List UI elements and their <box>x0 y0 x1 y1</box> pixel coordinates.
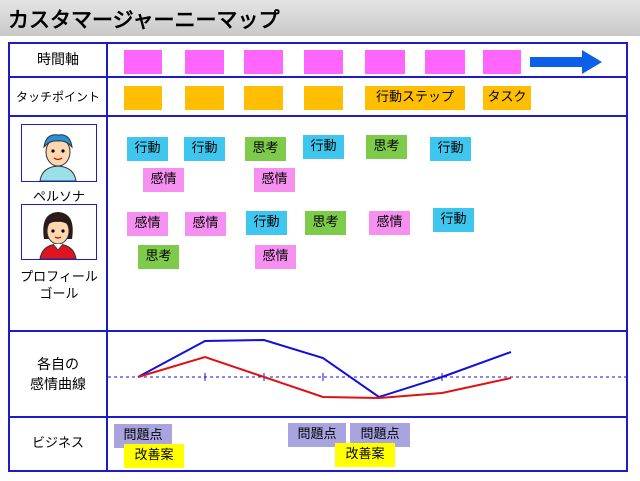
improvement-note: 改善案 <box>335 443 395 467</box>
improvement-note: 改善案 <box>124 444 184 468</box>
action-note: 行動 <box>433 208 474 232</box>
girl-avatar-icon <box>39 212 77 260</box>
journey-map-frame <box>8 42 628 472</box>
row-divider <box>8 115 628 117</box>
row-divider <box>8 416 628 418</box>
emotion-note: 感情 <box>254 168 295 192</box>
thought-note: 思考 <box>366 135 407 159</box>
action-note: 行動 <box>430 137 471 161</box>
touchpoint-block <box>124 86 162 110</box>
row-label-emotion-1: 各自の <box>37 357 79 373</box>
touchpoint-task: タスク <box>483 86 531 110</box>
profile-card <box>21 204 97 260</box>
emotion-curve-chart <box>108 338 626 400</box>
timeline-block <box>304 50 343 74</box>
title-bar: カスタマージャーニーマップ <box>0 0 640 36</box>
row-label-emotion-2: 感情曲線 <box>30 377 86 393</box>
emotion-note: 感情 <box>255 245 296 269</box>
thought-note: 思考 <box>245 137 286 161</box>
action-note: 行動 <box>246 211 287 235</box>
action-note: 行動 <box>184 137 225 161</box>
persona-card <box>21 124 97 182</box>
persona-caption: ペルソナ <box>32 190 85 205</box>
column-divider <box>106 42 108 472</box>
action-note: 行動 <box>127 137 168 161</box>
emotion-note: 感情 <box>143 168 184 192</box>
goal-caption: ゴール <box>39 287 79 302</box>
timeline-block <box>185 50 224 74</box>
timeline-block <box>124 50 162 74</box>
red-emotion-curve <box>137 355 512 400</box>
touchpoint-block <box>244 86 283 110</box>
blue-emotion-curve <box>137 338 512 399</box>
thought-note: 思考 <box>138 245 179 269</box>
row-label-business: ビジネス <box>31 436 84 451</box>
row-divider <box>8 76 628 78</box>
emotion-note: 感情 <box>127 212 168 236</box>
timeline-block <box>365 50 405 74</box>
row-label-touchpoint: タッチポイント <box>15 90 100 104</box>
profile-caption: プロフィール <box>20 270 98 285</box>
boy-avatar-icon <box>39 134 77 182</box>
page-title: カスタマージャーニーマップ <box>8 8 280 32</box>
emotion-note: 感情 <box>369 211 410 235</box>
timeline-arrow-icon <box>530 50 602 74</box>
row-divider <box>8 330 628 332</box>
touchpoint-block <box>185 86 224 110</box>
timeline-block <box>244 50 283 74</box>
row-label-timeline: 時間軸 <box>37 52 79 68</box>
emotion-note: 感情 <box>185 212 226 236</box>
touchpoint-action-step: 行動ステップ <box>365 86 465 110</box>
thought-note: 思考 <box>305 211 346 235</box>
timeline-block <box>483 50 521 74</box>
action-note: 行動 <box>303 135 344 159</box>
touchpoint-block <box>304 86 343 110</box>
timeline-block <box>425 50 465 74</box>
